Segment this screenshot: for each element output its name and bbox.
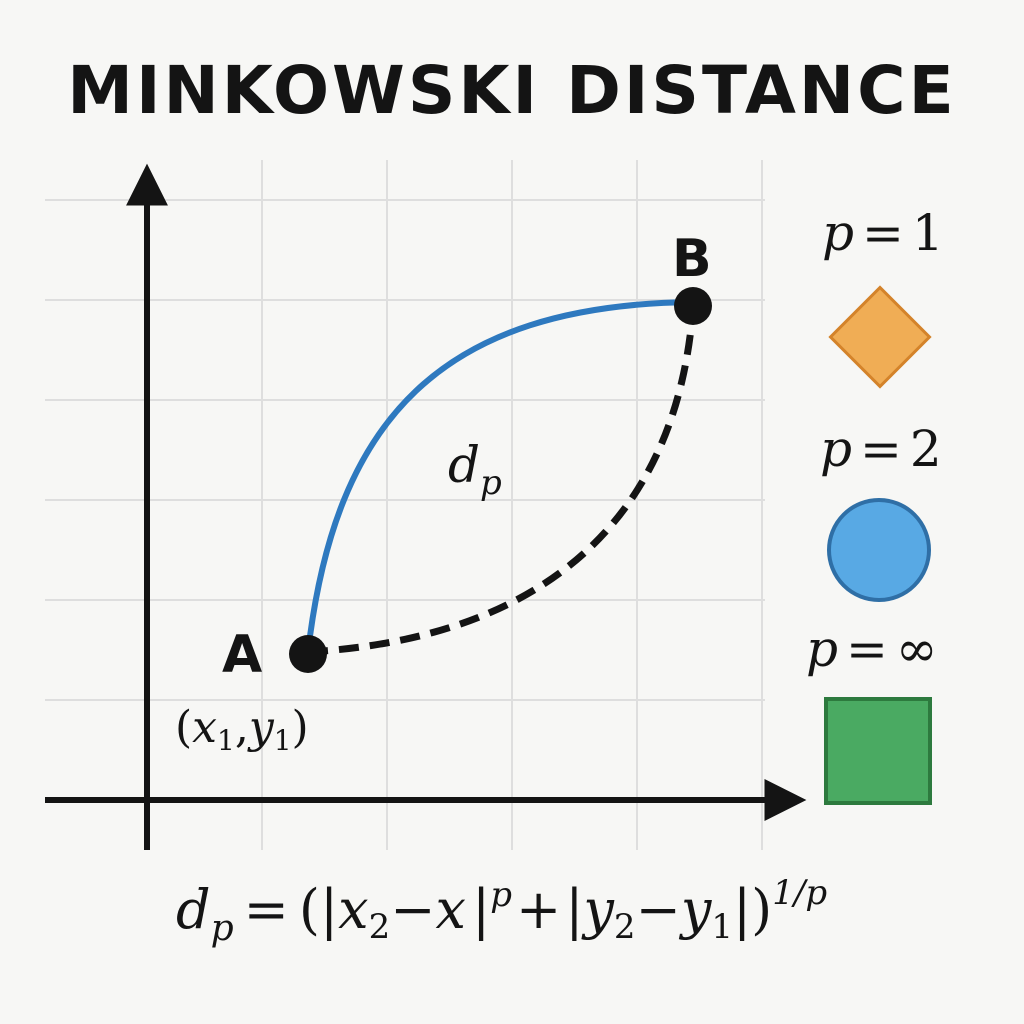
dashed-path: [307, 307, 697, 656]
point-a: [289, 635, 327, 673]
legend-square-pinf: [824, 697, 932, 805]
minkowski-formula: dp=(|x2−x|p+|y2−y1|)1/p: [176, 873, 827, 949]
point-a-coords: (x1,y1): [175, 702, 309, 757]
legend-p1-label: p=1: [822, 204, 944, 262]
legend-circle-p2: [827, 498, 931, 602]
point-b-label: B: [672, 229, 712, 289]
point-a-label: A: [222, 625, 262, 685]
minkowski-curve: [305, 299, 694, 653]
point-b: [674, 287, 712, 325]
legend: p=1 p=2 p=∞: [806, 204, 944, 805]
grid: [45, 160, 765, 850]
distance-label: dp: [448, 436, 502, 503]
legend-diamond-p1: [828, 285, 932, 389]
page-title: MINKOWSKI DISTANCE: [67, 52, 957, 129]
legend-p2-label: p=2: [820, 420, 942, 478]
legend-pinf-label: p=∞: [806, 620, 938, 678]
